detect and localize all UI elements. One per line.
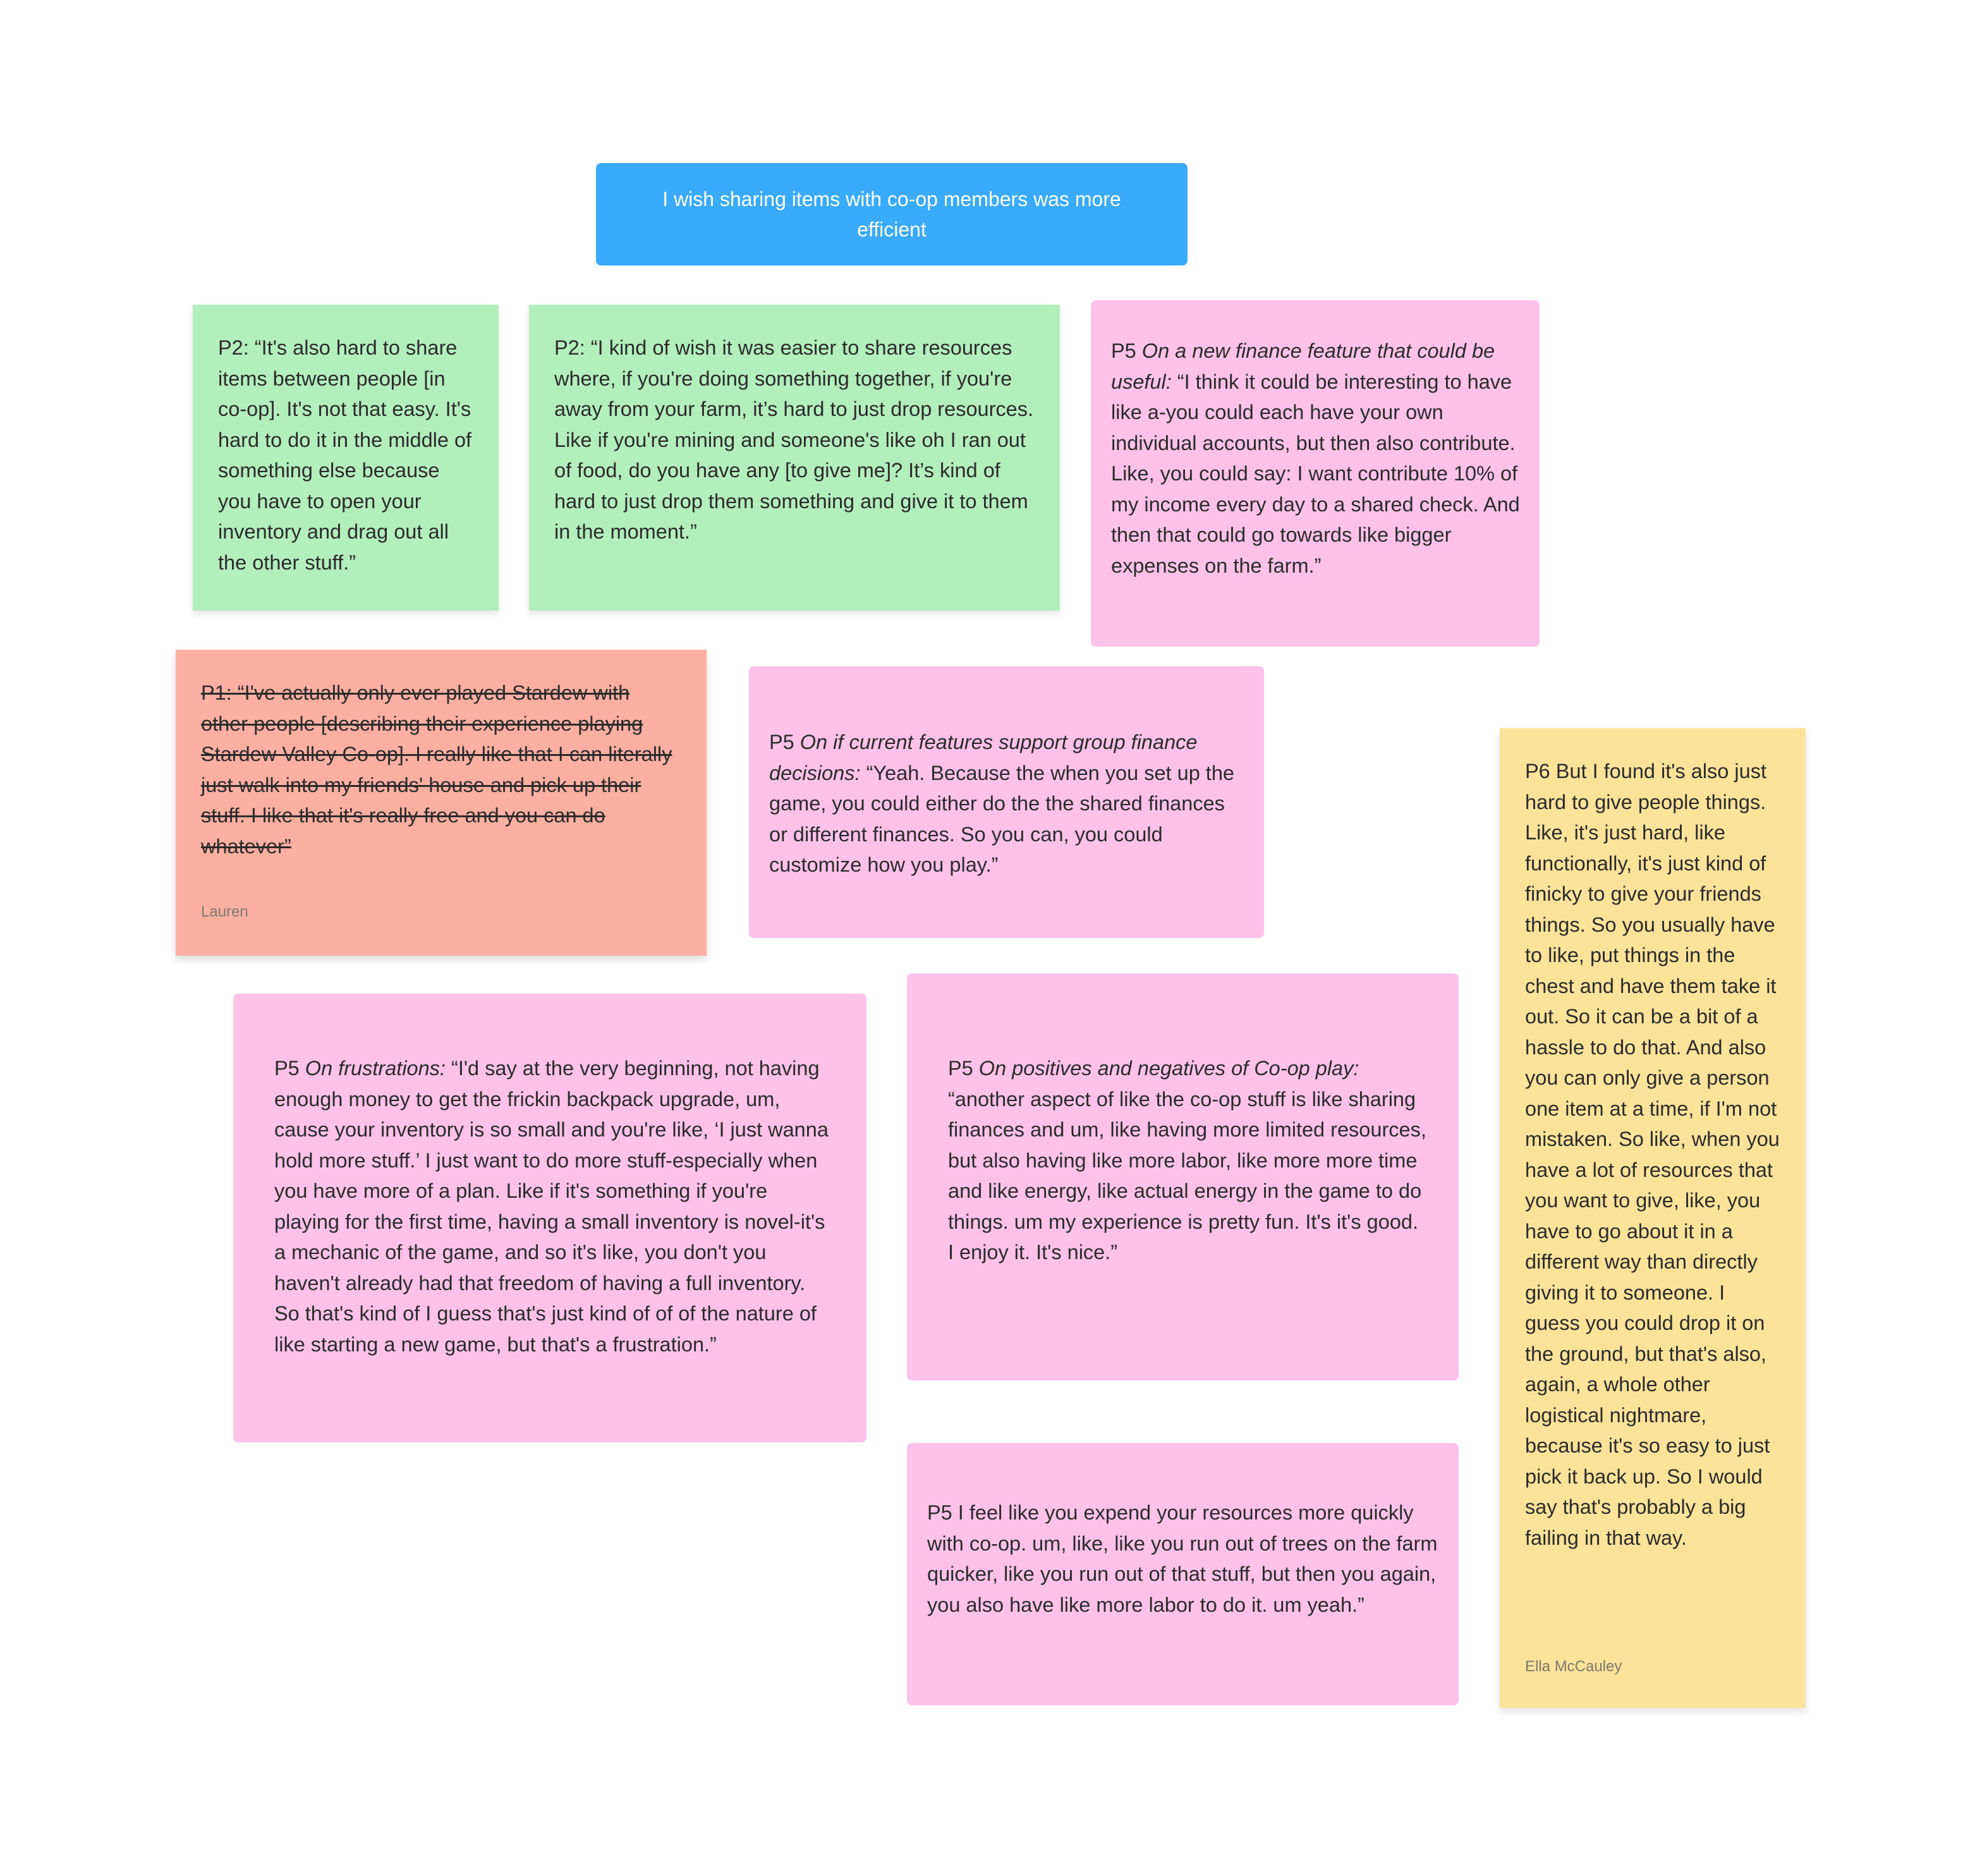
sticky-note-p1-stardew[interactable]: P1: “I've actually only ever played Star… bbox=[176, 650, 707, 956]
note-body: P5 On frustrations: “I'd say at the very… bbox=[274, 1053, 835, 1360]
participant-label: P5 bbox=[948, 1057, 973, 1080]
note-text: “I think it could be interesting to have… bbox=[1111, 370, 1520, 577]
note-author: Ella McCauley bbox=[1525, 1658, 1622, 1675]
sticky-note-p5-group-finance[interactable]: P5 On if current features support group … bbox=[749, 666, 1264, 938]
note-text-struck: P1: “I've actually only ever played Star… bbox=[201, 681, 672, 858]
sticky-note-p5-expend-resources[interactable]: P5 I feel like you expend your resources… bbox=[907, 1443, 1459, 1705]
participant-label: P5 bbox=[769, 731, 794, 753]
participant-label: P5 bbox=[1111, 339, 1136, 362]
note-text: P6 But I found it's also just hard to gi… bbox=[1525, 760, 1780, 1549]
sticky-note-p5-finance-feature[interactable]: P5 On a new finance feature that could b… bbox=[1091, 300, 1540, 647]
sticky-note-p2-drop-resources[interactable]: P2: “I kind of wish it was easier to sha… bbox=[529, 305, 1060, 611]
sticky-note-p2-share-items[interactable]: P2: “It's also hard to share items betwe… bbox=[193, 305, 499, 611]
note-text: “another aspect of like the co-op stuff … bbox=[948, 1087, 1426, 1264]
theme-header-card[interactable]: I wish sharing items with co-op members … bbox=[596, 163, 1188, 265]
note-body: P5 On positives and negatives of Co-op p… bbox=[948, 1053, 1427, 1268]
sticky-note-p6-give-things[interactable]: P6 But I found it's also just hard to gi… bbox=[1500, 728, 1806, 1708]
note-topic: On if current features support group fin… bbox=[769, 731, 1198, 784]
note-topic: On a new finance feature that could be u… bbox=[1111, 339, 1495, 393]
note-text: P2: “It's also hard to share items betwe… bbox=[218, 336, 472, 574]
note-author: Lauren bbox=[201, 903, 248, 920]
note-body: P5 On if current features support group … bbox=[769, 727, 1239, 880]
note-text: P5 I feel like you expend your resources… bbox=[927, 1501, 1438, 1616]
theme-header-text: I wish sharing items with co-op members … bbox=[662, 188, 1121, 241]
note-text: P2: “I kind of wish it was easier to sha… bbox=[554, 336, 1034, 543]
note-text: “I'd say at the very beginning, not havi… bbox=[274, 1057, 829, 1356]
note-topic: On frustrations: bbox=[305, 1057, 446, 1080]
sticky-note-p5-frustrations[interactable]: P5 On frustrations: “I'd say at the very… bbox=[233, 994, 866, 1442]
participant-label: P5 bbox=[274, 1057, 300, 1080]
note-body: P5 On a new finance feature that could b… bbox=[1111, 336, 1521, 581]
note-topic: On positives and negatives of Co-op play… bbox=[978, 1057, 1359, 1080]
sticky-note-p5-coop-play[interactable]: P5 On positives and negatives of Co-op p… bbox=[907, 973, 1459, 1380]
note-text: “Yeah. Because the when you set up the g… bbox=[769, 761, 1234, 877]
